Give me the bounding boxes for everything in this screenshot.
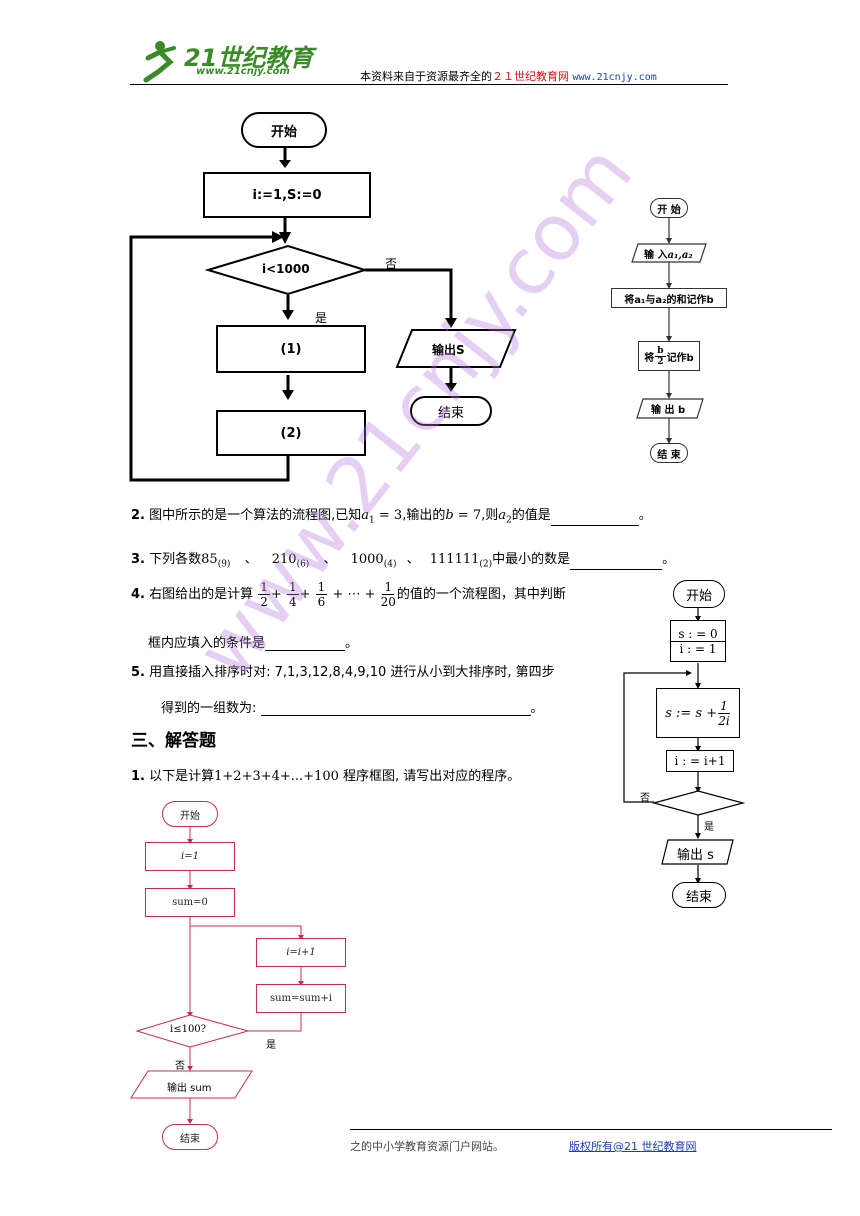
question-4-line2: 框内应填入的条件是 。 — [148, 635, 359, 651]
yes-label: 是 — [315, 311, 328, 325]
site-logo: 21世纪教育 www.21cnjy.com — [138, 36, 338, 86]
question-2: 2. 图中所示的是一个算法的流程图,已知a1 = 3,输出的b = 7,则a2的… — [131, 508, 652, 526]
yes-label-3: 是 — [704, 822, 714, 833]
init-sum-label-4: sum=0 — [172, 897, 208, 908]
copyright-link[interactable]: 版权所有@21 世纪教育网 — [569, 1140, 697, 1153]
start-terminal-3: 开始 — [673, 580, 725, 608]
cond-label-4: i≤100? — [170, 1024, 207, 1035]
answer-blank-q3[interactable] — [570, 554, 663, 570]
start-label-2: 开 始 — [657, 204, 681, 216]
answer-blank-q5[interactable] — [260, 700, 531, 716]
init-box: i:=1,S:=0 — [203, 172, 371, 218]
input-label-2: 输 入a₁,a₂ — [644, 250, 693, 261]
flowchart-1-lines — [129, 146, 517, 482]
step2-label: (2) — [280, 425, 302, 441]
question-5: 5. 用直接插入排序时对: 7,1,3,12,8,4,9,10 进行从小到大排序… — [131, 665, 555, 680]
inc-label-4: i=i+1 — [286, 947, 316, 958]
start-terminal-4: 开始 — [162, 801, 218, 827]
inc-box-4: i=i+1 — [256, 938, 346, 967]
acc-label-4: sum=sum+i — [269, 993, 333, 1004]
no-label-3: 否 — [640, 793, 650, 804]
flowchart-3-lines — [623, 608, 746, 884]
end-terminal-3: 结束 — [672, 882, 726, 908]
inc-label-3: i : = i+1 — [674, 754, 726, 768]
end-label-3: 结束 — [685, 889, 712, 905]
logo-text: 21世纪教育 — [184, 44, 314, 72]
step1-box: (1) — [216, 325, 366, 373]
sum-box-2: 将a₁与a₂的和记作b — [611, 288, 727, 308]
output-label-4: 输出 sum — [167, 1083, 212, 1094]
init-label: i:=1,S:=0 — [252, 187, 322, 203]
end-label: 结束 — [437, 405, 464, 421]
flowchart-2-lines — [631, 218, 707, 444]
header-tagline: 本资料来自于资源最齐全的２１世纪教育网 www.21cnjy.com — [360, 70, 657, 83]
flowchart-4-lines — [130, 826, 304, 1124]
inc-box-3: i : = i+1 — [666, 750, 734, 772]
start-terminal: 开始 — [241, 112, 327, 148]
condition-label: i<1000 — [262, 262, 310, 276]
no-label: 否 — [385, 257, 398, 271]
logo-url: www.21cnjy.com — [196, 66, 290, 77]
answer-blank-q2[interactable] — [550, 510, 639, 526]
yes-label-4: 是 — [266, 1040, 276, 1051]
acc-box-4: sum=sum+i — [256, 984, 346, 1013]
init-i-label-4: i=1 — [181, 851, 199, 862]
output-label-3: 输出 s — [677, 848, 714, 863]
init-sum-box-4: sum=0 — [145, 888, 235, 917]
end-label-2: 结 束 — [657, 449, 681, 461]
answer-blank-q4[interactable] — [265, 635, 346, 651]
output-label: 输出S — [432, 343, 465, 357]
end-terminal: 结束 — [410, 396, 492, 426]
header-divider — [130, 84, 728, 85]
init-i-box-4: i=1 — [145, 842, 235, 871]
output-label-2: 输 出 b — [651, 405, 686, 416]
init-box-3: s : = 0 i : = 1 — [670, 620, 726, 662]
start-label-4: 开始 — [180, 810, 200, 822]
question-5-line2: 得到的一组数为: 。 — [161, 700, 544, 716]
solution-question-1: 1. 以下是计算1+2+3+4+...+100 程序框图, 请写出对应的程序。 — [131, 769, 521, 784]
sum-label-2: 将a₁与a₂的和记作b — [624, 294, 714, 306]
end-terminal-4: 结束 — [162, 1124, 218, 1150]
no-label-4: 否 — [175, 1061, 185, 1072]
start-terminal-2: 开 始 — [650, 198, 688, 218]
step1-label: (1) — [280, 341, 302, 357]
start-label-3: 开始 — [685, 588, 712, 604]
brand-name: ２１世纪教育网 — [492, 70, 569, 83]
footer-divider — [350, 1129, 832, 1130]
start-label: 开始 — [270, 124, 297, 140]
question-3: 3. 下列各数85(9) 、 210(6) 、 1000(4) 、 111111… — [131, 552, 676, 570]
step2-box: (2) — [216, 410, 366, 456]
footer-text: 之的中小学教育资源门户网站。 — [350, 1140, 504, 1153]
site-link[interactable]: www.21cnjy.com — [572, 72, 657, 83]
end-terminal-2: 结 束 — [650, 443, 688, 463]
section-title: 三、解答题 — [131, 731, 216, 751]
end-label-4: 结束 — [180, 1133, 200, 1145]
init-i-label: i : = 1 — [671, 640, 725, 656]
init-s-label: s : = 0 — [678, 626, 718, 641]
